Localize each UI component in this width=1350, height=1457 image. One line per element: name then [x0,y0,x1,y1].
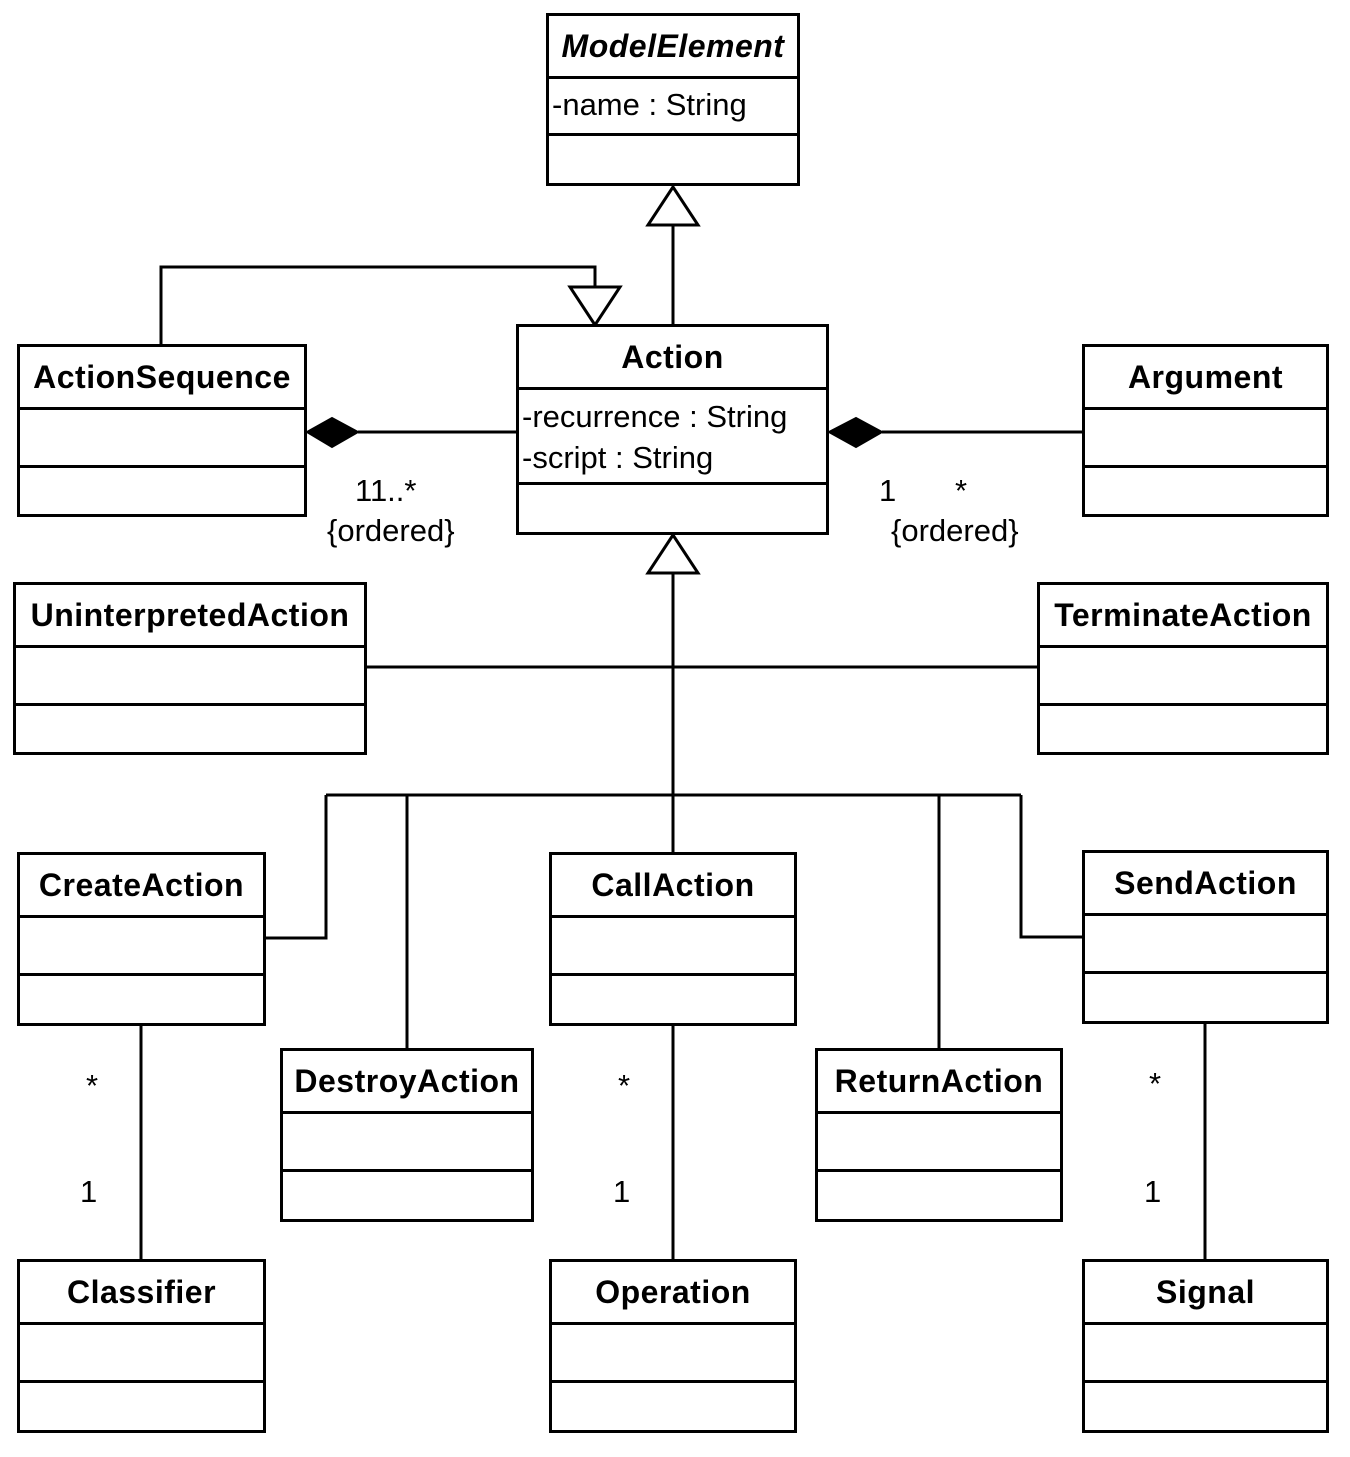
attribute-compartment [818,1114,1060,1172]
attribute-compartment [16,648,364,706]
operation-compartment [549,136,797,183]
class-name: Signal [1085,1262,1326,1325]
composition-diamond-icon [305,416,361,449]
class-name: Action [519,327,826,390]
attribute: -name : String [552,87,747,122]
class-modelelement[interactable]: ModelElement -name : String [546,13,800,186]
generalization-arrowhead-icon [567,285,623,328]
multiplicity-action-argument-source: 1 [879,473,897,508]
constraint-sequence-action: {ordered} [327,513,455,548]
class-actionsequence[interactable]: ActionSequence [17,344,307,517]
class-destroyaction[interactable]: DestroyAction [280,1048,534,1222]
attribute-compartment [552,1325,794,1383]
class-name: DestroyAction [283,1051,531,1114]
attribute-compartment: -recurrence : String -script : String [519,390,826,485]
class-classifier[interactable]: Classifier [17,1259,266,1433]
class-callaction[interactable]: CallAction [549,852,797,1026]
operation-compartment [1085,1383,1326,1430]
class-createaction[interactable]: CreateAction [17,852,266,1026]
attribute-compartment [1085,410,1326,468]
operation-compartment [20,976,263,1023]
attribute-compartment [1085,916,1326,974]
class-argument[interactable]: Argument [1082,344,1329,517]
class-uninterpretedaction[interactable]: UninterpretedAction [13,582,367,755]
generalization-arrowhead-icon [645,184,701,227]
generalization-arrowhead-icon [645,532,701,575]
operation-compartment [1085,468,1326,514]
attribute-compartment: -name : String [549,79,797,136]
multiplicity-send-signal-source: * [1149,1066,1162,1101]
composition-diamond-icon [826,416,885,449]
operation-compartment [1085,974,1326,1021]
attribute-compartment [1040,648,1326,706]
operation-compartment [1040,706,1326,752]
operation-compartment [20,1383,263,1430]
operation-compartment [552,1383,794,1430]
operation-compartment [16,706,364,752]
class-returnaction[interactable]: ReturnAction [815,1048,1063,1222]
operation-compartment [519,485,826,532]
class-terminateaction[interactable]: TerminateAction [1037,582,1329,755]
operation-compartment [818,1172,1060,1219]
attribute-compartment [20,918,263,976]
attribute-compartment [552,918,794,976]
generalization-createaction [264,795,328,940]
attribute: -script : String [522,440,714,475]
attribute-compartment [20,1325,263,1383]
multiplicity-send-signal-target: 1 [1144,1174,1162,1209]
class-name: ModelElement [549,16,797,79]
multiplicity-action-argument-target: * [955,473,968,508]
multiplicity-create-classifier-target: 1 [80,1174,98,1209]
class-action[interactable]: Action -recurrence : String -script : St… [516,324,829,535]
multiplicity-call-operation-source: * [618,1068,631,1103]
class-operation[interactable]: Operation [549,1259,797,1433]
class-signal[interactable]: Signal [1082,1259,1329,1433]
constraint-action-argument: {ordered} [891,513,1019,548]
class-name: Classifier [20,1262,263,1325]
class-name: ActionSequence [20,347,304,410]
operation-compartment [20,468,304,514]
attribute-compartment [283,1114,531,1172]
class-sendaction[interactable]: SendAction [1082,850,1329,1024]
operation-compartment [552,976,794,1023]
operation-compartment [283,1172,531,1219]
generalization-sendaction [1019,795,1083,939]
multiplicity-create-classifier-source: * [86,1068,99,1103]
class-name: ReturnAction [818,1051,1060,1114]
multiplicity-sequence-action: 11..* [355,473,417,508]
generalization-actionsequence-action [159,265,597,345]
class-name: CreateAction [20,855,263,918]
class-name: SendAction [1085,853,1326,916]
class-name: Operation [552,1262,794,1325]
class-name: UninterpretedAction [16,585,364,648]
class-name: Argument [1085,347,1326,410]
class-name: TerminateAction [1040,585,1326,648]
attribute-compartment [1085,1325,1326,1383]
multiplicity-call-operation-target: 1 [613,1174,631,1209]
class-name: CallAction [552,855,794,918]
attribute-compartment [20,410,304,468]
attribute: -recurrence : String [522,399,788,434]
